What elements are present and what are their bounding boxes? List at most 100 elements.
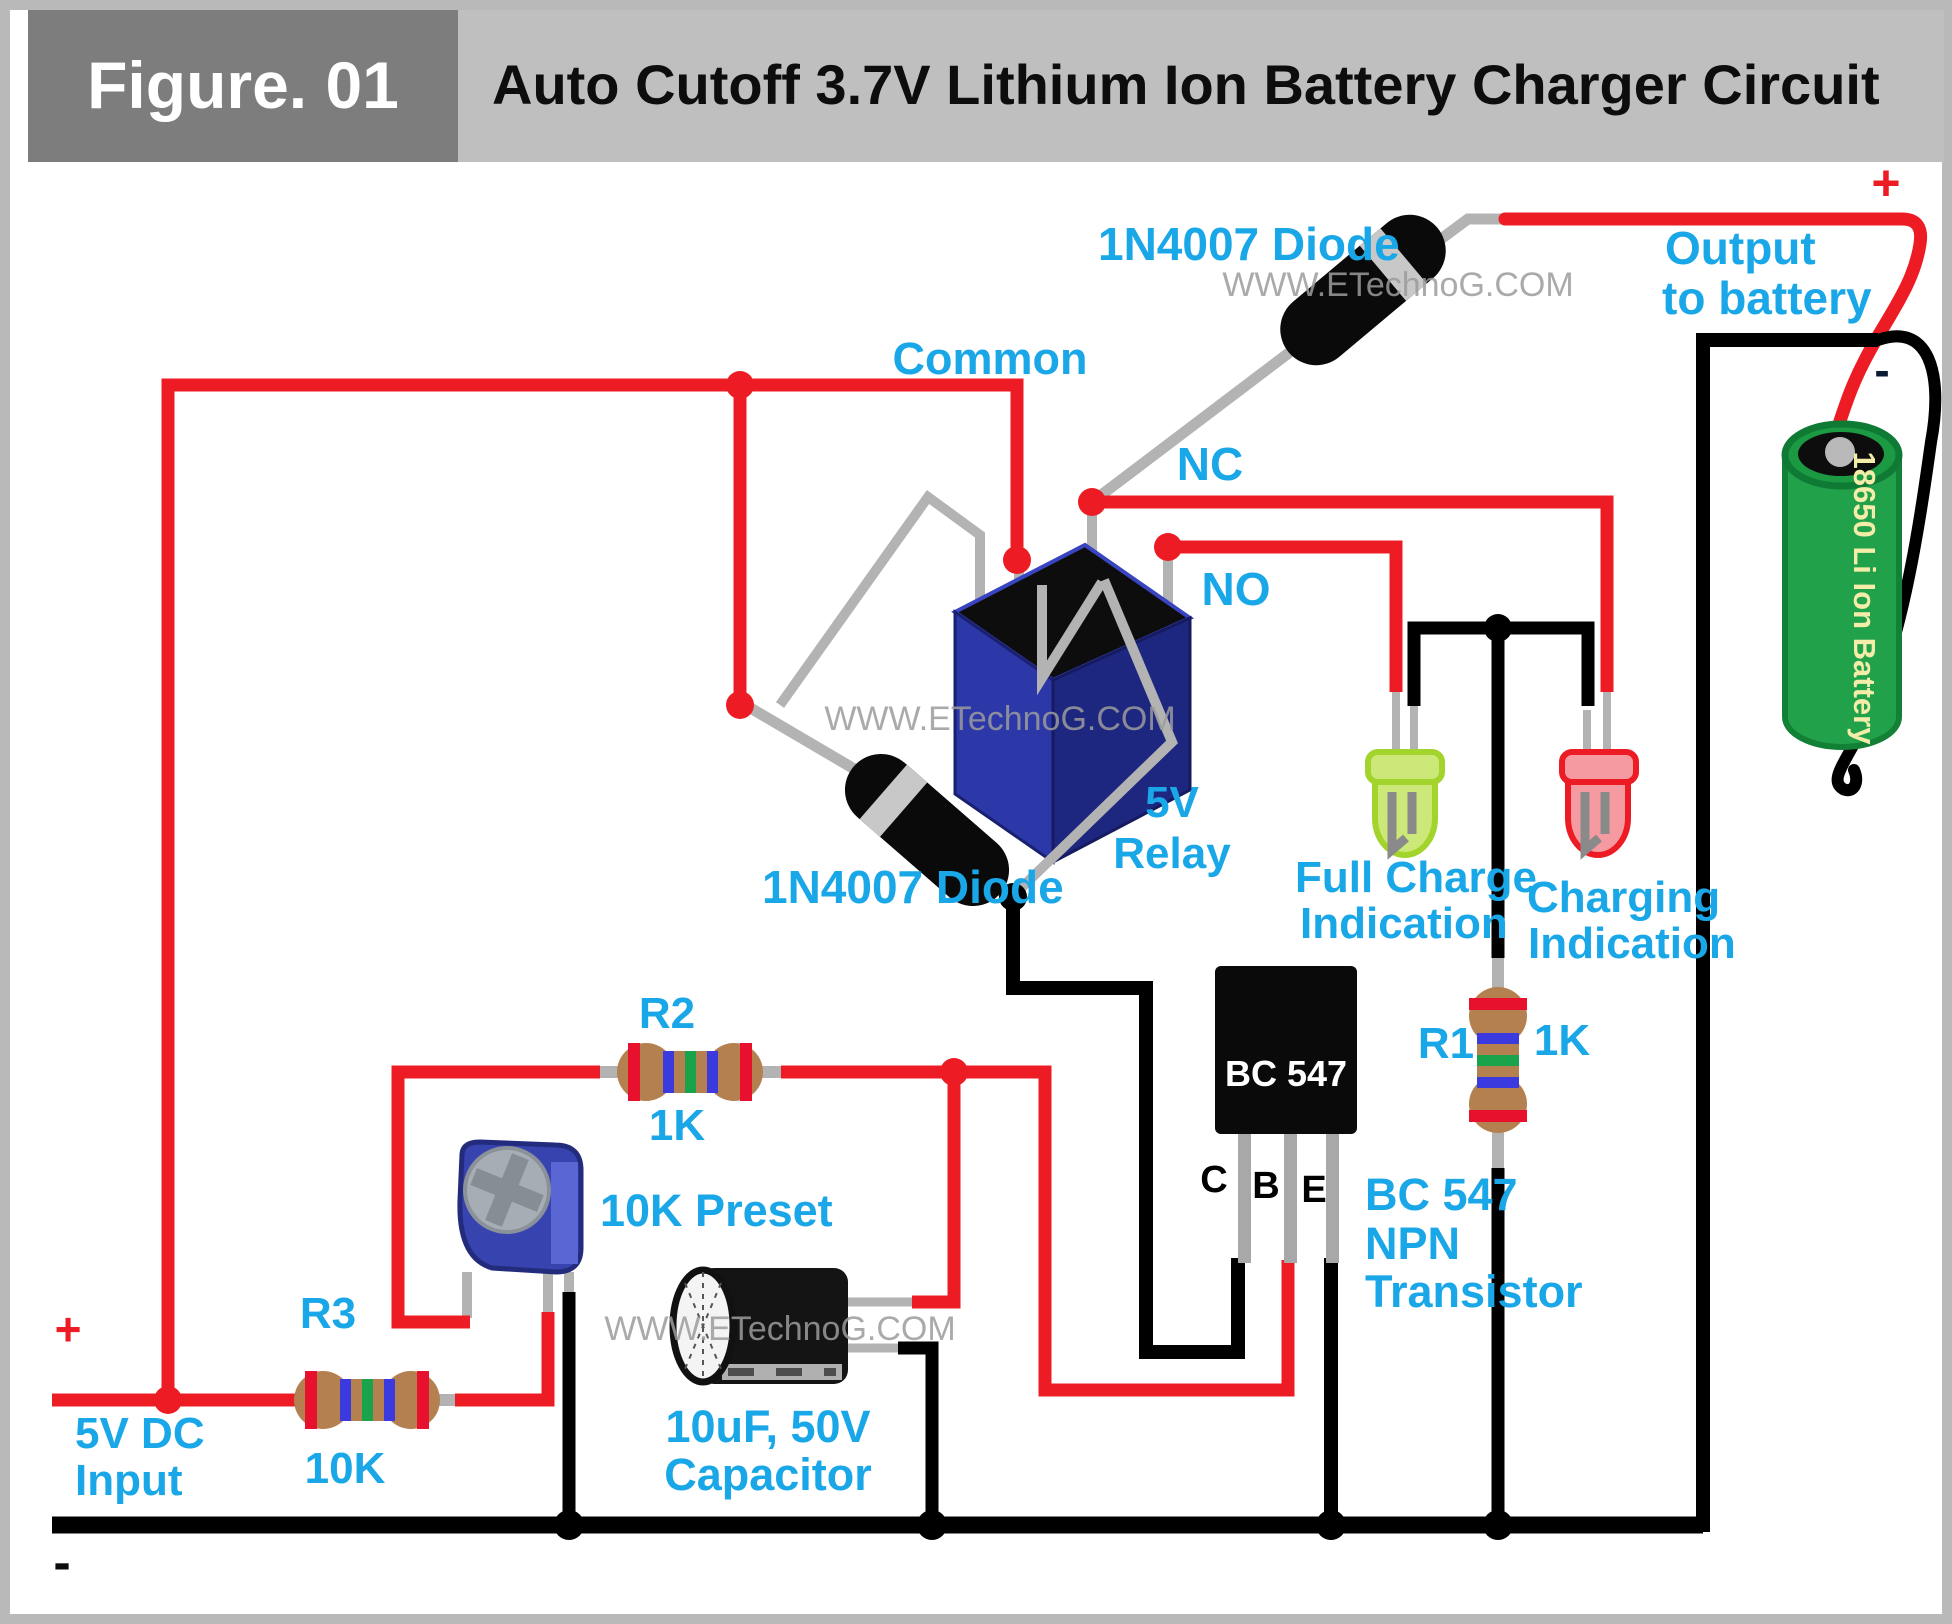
input-plus-sign: + <box>55 1303 82 1355</box>
junction-red <box>940 1058 968 1086</box>
junction-red <box>726 691 754 719</box>
led-red-charging <box>1559 749 1639 860</box>
label-pin-c: C <box>1200 1159 1227 1201</box>
wire-coil-to-collector <box>1006 898 1245 1359</box>
battery-terminal <box>1825 437 1855 467</box>
diode-cathode-band <box>1359 228 1427 301</box>
battery-minus-sign: - <box>1874 344 1889 396</box>
label-green-led-line1: Full Charge <box>1295 853 1537 902</box>
label-pin-b: B <box>1252 1165 1279 1207</box>
transistor-pin-e <box>1326 1133 1339 1263</box>
flyback-diode-lead-a <box>739 698 859 775</box>
preset-side-tab <box>551 1162 578 1264</box>
watermark-bottom: WWW.ETechnoG.COM <box>604 1310 955 1348</box>
label-nc: NC <box>1177 438 1243 490</box>
wire-capacitor-positive <box>912 1072 961 1309</box>
led-electrodes <box>1387 792 1417 860</box>
transistor-body <box>1215 966 1357 1134</box>
wire-capacitor-negative <box>898 1341 939 1525</box>
watermark-middle: WWW.ETechnoG.COM <box>824 700 1175 738</box>
led-flange <box>1559 749 1639 785</box>
label-transistor-line1: BC 547 <box>1365 1169 1518 1220</box>
battery-label: 18650 Li Ion Battery <box>1847 452 1882 746</box>
junction-black-ground <box>1483 1510 1513 1540</box>
label-transistor-line2: NPN <box>1365 1218 1460 1269</box>
black-wires <box>52 330 1942 1534</box>
label-transistor-line3: Transistor <box>1365 1266 1583 1317</box>
label-preset: 10K Preset <box>600 1185 833 1236</box>
label-diode-flyback: 1N4007 Diode <box>762 861 1064 913</box>
preset-10k <box>457 1139 584 1275</box>
label-r2-name: R2 <box>639 989 695 1038</box>
label-r1-name: R1 <box>1418 1019 1474 1068</box>
wire-nc-to-red-led <box>1092 495 1614 692</box>
wire-no-to-green-led <box>1168 540 1403 692</box>
wire-common-rail <box>161 378 1024 1400</box>
label-capacitor-line2: Capacitor <box>664 1449 872 1500</box>
label-r2-value: 1K <box>649 1101 705 1150</box>
header: Figure. 01 Auto Cutoff 3.7V Lithium Ion … <box>28 10 1944 162</box>
label-input-line1: 5V DC <box>75 1409 205 1458</box>
label-pin-e: E <box>1301 1169 1326 1211</box>
label-capacitor-line1: 10uF, 50V <box>665 1401 870 1452</box>
label-input-line2: Input <box>75 1456 183 1505</box>
junction-black <box>1484 614 1512 642</box>
relay-right-face <box>1051 615 1192 865</box>
relay-coil-wire <box>775 489 985 708</box>
led-electrodes <box>1580 792 1610 860</box>
capacitor-body <box>700 1268 848 1384</box>
junction-red-common-pin <box>1003 546 1031 574</box>
watermark-top: WWW.ETechnoG.COM <box>1222 266 1573 304</box>
battery-body <box>1782 452 1902 750</box>
wire-output-negative <box>1696 333 1878 1532</box>
junction-red <box>154 1386 182 1414</box>
battery-18650: 18650 Li Ion Battery <box>1781 420 1903 750</box>
header-title-bar <box>458 10 1944 162</box>
label-relay-line1: 5V <box>1145 778 1199 827</box>
transistor-pin-c <box>1238 1133 1251 1263</box>
relay-5v <box>951 542 1195 897</box>
resistor-r2 <box>617 1043 763 1101</box>
page-title: Auto Cutoff 3.7V Lithium Ion Battery Cha… <box>492 53 1880 116</box>
label-output-line1: Output <box>1665 222 1816 274</box>
transistor-pin-b <box>1284 1133 1297 1263</box>
label-green-led-line2: Indication <box>1300 899 1508 948</box>
figure-number-label: Figure. 01 <box>87 48 399 122</box>
label-diode-top: 1N4007 Diode <box>1098 218 1400 270</box>
label-red-led-line1: Charging <box>1527 873 1720 922</box>
relay-internal-wire-2 <box>1012 578 1178 897</box>
transistor-bc547: BC 547 <box>1215 966 1357 1263</box>
led-flange <box>1365 749 1445 785</box>
diode-1n4007-flyback <box>844 753 1010 907</box>
figure-number-box <box>28 10 458 162</box>
label-relay-line2: Relay <box>1113 829 1231 878</box>
label-output-line2: to battery <box>1662 272 1872 324</box>
label-r3-name: R3 <box>300 1289 356 1338</box>
relay-internal-wire-1 <box>1037 579 1107 696</box>
label-common: Common <box>893 333 1088 384</box>
diode-top-cathode-lead <box>1088 347 1294 507</box>
diode-top-anode-lead <box>1433 213 1508 247</box>
junction-red-no-pin <box>1154 533 1182 561</box>
led-green-full-charge <box>1365 749 1445 860</box>
diode-body <box>1280 214 1446 366</box>
diode-cathode-band <box>859 764 928 837</box>
junction-black-ground <box>554 1510 584 1540</box>
resistor-r1 <box>1469 987 1527 1133</box>
label-red-led-line2: Indication <box>1528 919 1736 968</box>
capacitor-face-marks <box>684 1272 722 1380</box>
wire-r3-to-preset <box>455 1312 555 1407</box>
resistor-r3 <box>294 1371 440 1429</box>
label-no: NO <box>1202 563 1271 615</box>
label-r1-value: 1K <box>1534 1016 1590 1065</box>
wire-r2-to-preset <box>391 1065 600 1329</box>
input-minus-sign: - <box>53 1534 70 1592</box>
junction-black-ground <box>917 1510 947 1540</box>
junction-black-ground <box>1316 1510 1346 1540</box>
junction-dots <box>154 371 1513 1540</box>
preset-screw-cross <box>470 1153 544 1227</box>
